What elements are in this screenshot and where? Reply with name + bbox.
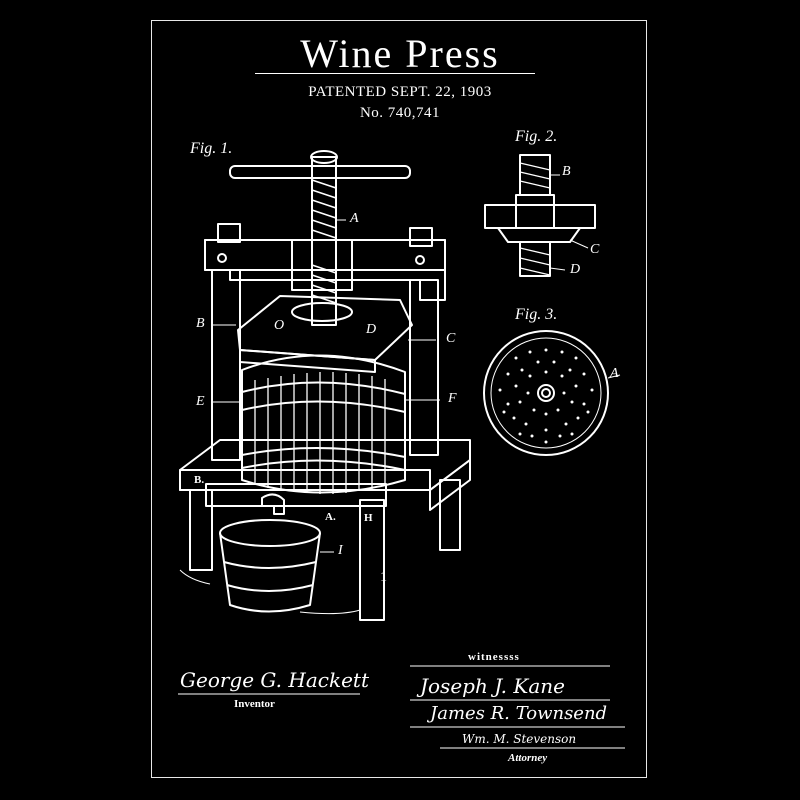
inventor-role: Inventor [234,698,275,710]
witness1-signature: Joseph J. Kane [420,674,565,698]
title-underline [255,73,535,74]
patent-number: No. 740,741 [359,105,441,121]
fig1-part-E: E [196,394,205,409]
fig1-part-B-base: B. [194,474,205,486]
fig1-part-D: D [366,322,377,337]
fig3-perforated-disc-drawing [483,330,621,456]
fig1-label: Fig. 1. [190,140,233,157]
witness2-signature: James R. Townsend [430,703,608,724]
attorney-role: Attorney [508,752,548,764]
fig1-part-O: O [274,318,285,333]
fig2-part-D: D [570,262,581,277]
poster-border [151,20,647,778]
fig3-holes [498,348,594,444]
fig1-part-I: I [338,543,343,558]
fig1-wine-press-drawing [179,150,471,621]
fig2-label: Fig. 2. [515,128,558,145]
attorney-signature: Wm. M. Stevenson [462,732,577,746]
fig3-part-A: A [610,366,619,381]
fig1-part-H: H [364,512,373,524]
fig1-part-C: C [446,331,456,346]
fig1-part-A: A [350,211,359,226]
fig1-part-A-base: A. [325,511,336,523]
patent-title: Wine Press [300,31,500,76]
fig1-part-F: F [448,391,457,406]
fig2-part-C: C [590,242,600,257]
fig1-part-B: B [196,316,205,331]
fig1-part-1: 1 [380,570,387,585]
witnesses-heading: witnessss [468,651,520,663]
fig2-part-B: B [562,164,571,179]
fig3-label: Fig. 3. [515,306,558,323]
inventor-signature: George G. Hackett [180,668,369,692]
patent-date: PATENTED SEPT. 22, 1903 [308,84,492,100]
fig2-bolt-drawing [484,154,596,277]
